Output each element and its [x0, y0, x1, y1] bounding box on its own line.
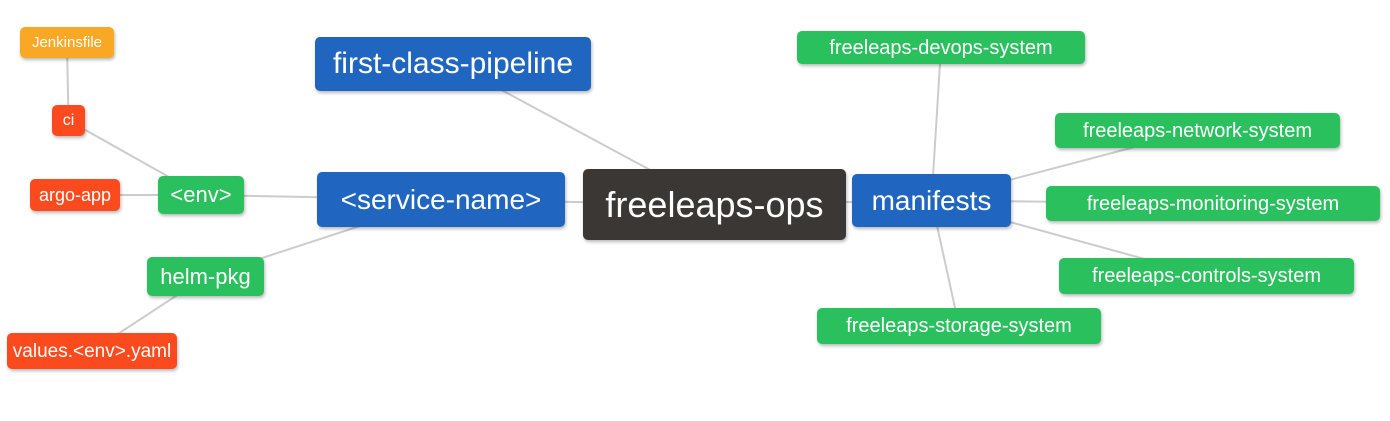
- node-freeleaps-ops[interactable]: freeleaps-ops: [583, 169, 846, 240]
- node-label: freeleaps-devops-system: [829, 36, 1053, 59]
- node-freeleaps-network-system[interactable]: freeleaps-network-system: [1055, 113, 1340, 148]
- node-freeleaps-monitoring-system[interactable]: freeleaps-monitoring-system: [1046, 186, 1380, 221]
- node-label: freeleaps-monitoring-system: [1086, 192, 1340, 215]
- node-label: helm-pkg: [160, 263, 251, 289]
- node-argo-app[interactable]: argo-app: [30, 179, 120, 211]
- node-service-name[interactable]: <service-name>: [317, 172, 565, 227]
- node-label: Jenkinsfile: [31, 34, 103, 51]
- node-label: argo-app: [38, 185, 112, 205]
- node-label: freeleaps-ops: [605, 183, 824, 225]
- node-freeleaps-controls-system[interactable]: freeleaps-controls-system: [1059, 258, 1354, 294]
- node-label: <service-name>: [340, 183, 542, 215]
- node-freeleaps-devops-system[interactable]: freeleaps-devops-system: [797, 31, 1085, 64]
- node-env[interactable]: <env>: [158, 176, 244, 214]
- node-manifests[interactable]: manifests: [852, 174, 1011, 227]
- node-freeleaps-storage-system[interactable]: freeleaps-storage-system: [817, 308, 1101, 344]
- node-values-env-yaml[interactable]: values.<env>.yaml: [7, 333, 177, 369]
- node-label: freeleaps-network-system: [1083, 119, 1312, 142]
- node-label: freeleaps-controls-system: [1092, 265, 1321, 287]
- node-label: manifests: [871, 184, 992, 216]
- node-label: <env>: [170, 182, 232, 207]
- node-label: freeleaps-storage-system: [846, 315, 1072, 337]
- node-label: values.<env>.yaml: [12, 340, 172, 362]
- node-label: ci: [62, 111, 75, 129]
- node-jenkinsfile[interactable]: Jenkinsfile: [20, 27, 114, 58]
- node-helm-pkg[interactable]: helm-pkg: [147, 257, 264, 296]
- node-ci[interactable]: ci: [52, 105, 85, 136]
- node-first-class-pipeline[interactable]: first-class-pipeline: [315, 37, 591, 91]
- node-label: first-class-pipeline: [332, 47, 574, 80]
